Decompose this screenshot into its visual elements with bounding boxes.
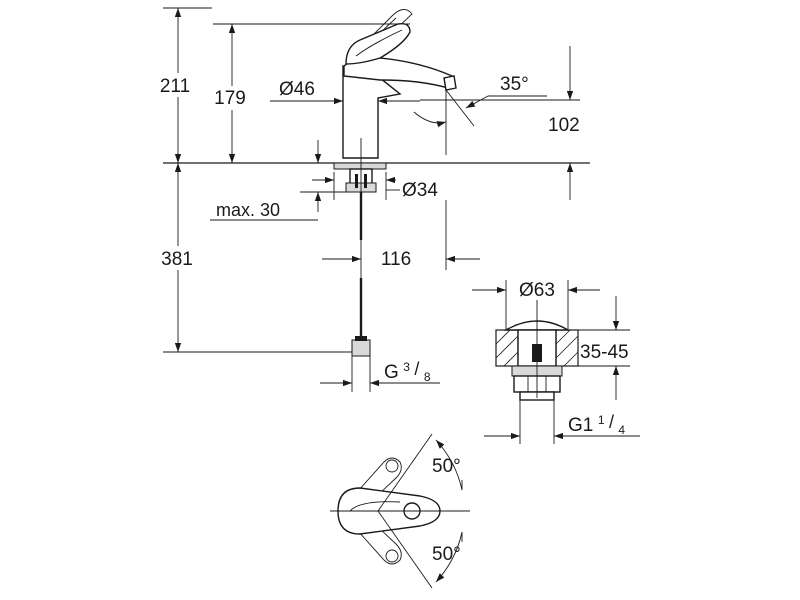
hatch-l1: [495, 329, 511, 345]
waste-thread-label: G1 1 / 4: [568, 411, 625, 437]
waste-detail: Ø63 35-45 G1 1 / 4: [472, 277, 640, 444]
spout-outlet: [443, 75, 457, 91]
basin-thickness-label: 35-45: [580, 342, 629, 363]
plug-diameter-label: Ø63: [519, 280, 555, 301]
hatch-r2: [555, 335, 579, 359]
mount-thread: [355, 174, 358, 188]
dim-46-bg: [268, 76, 326, 98]
hose-connection-label: G 3 / 8: [384, 358, 431, 384]
swing-ref-back: [377, 433, 433, 512]
mount-hole-diameter-label: Ø34: [402, 180, 438, 201]
swing-arc-front: [435, 531, 463, 583]
dim-211-bg: [150, 73, 200, 97]
dim-63-bg: [508, 277, 566, 299]
swing-angle-back-label: 50°: [432, 456, 461, 477]
basin-section-right: [555, 329, 579, 367]
max-deck-thickness-label: max. 30: [216, 200, 280, 220]
hose-length-label: 381: [161, 249, 193, 270]
spout-outlet-height-label: 102: [548, 115, 580, 136]
swing-angle-front-label: 50°: [432, 544, 461, 565]
dim-116-bg: [372, 246, 420, 270]
waste-stem: [532, 344, 542, 362]
lever-swing-front-knob: [385, 549, 399, 563]
spout-angle-label: 35°: [500, 74, 529, 95]
height-spout-label: 179: [214, 88, 246, 109]
mount-thread-2: [364, 174, 367, 188]
lever-swing-front-ghost: [349, 513, 402, 565]
hose-fitting-top: [355, 336, 367, 341]
hatch-l3: [503, 351, 519, 367]
lever-detail: [355, 29, 403, 57]
swing-arc-back: [435, 439, 463, 491]
lever-swing-back-ghost: [349, 457, 402, 509]
dim-381-bg: [150, 246, 202, 270]
hatch-r3: [563, 351, 579, 367]
angle-ref-line: [445, 89, 475, 127]
height-total-label: 211: [160, 76, 190, 97]
body-diameter-label: Ø46: [279, 79, 315, 100]
projection-label: 116: [381, 249, 411, 270]
hatch-r1: [555, 329, 571, 345]
faucet-top-view: 50° 50°: [330, 433, 470, 589]
lever-raised-ghost: [357, 9, 413, 53]
faucet-side-view: 211 179 381 Ø46 35° 102: [150, 7, 590, 392]
hatch-l2: [495, 335, 519, 359]
hose-fitting: [351, 339, 371, 357]
swing-ref-front: [377, 510, 433, 589]
angle-arc: [413, 111, 447, 128]
mount-flange: [333, 162, 387, 170]
angle-leader-diag: [465, 95, 489, 109]
dim-179-bg: [208, 86, 256, 110]
basin-section-left: [495, 329, 519, 367]
lever-swing-back-knob: [385, 459, 399, 473]
lever-top-detail: [349, 501, 401, 512]
